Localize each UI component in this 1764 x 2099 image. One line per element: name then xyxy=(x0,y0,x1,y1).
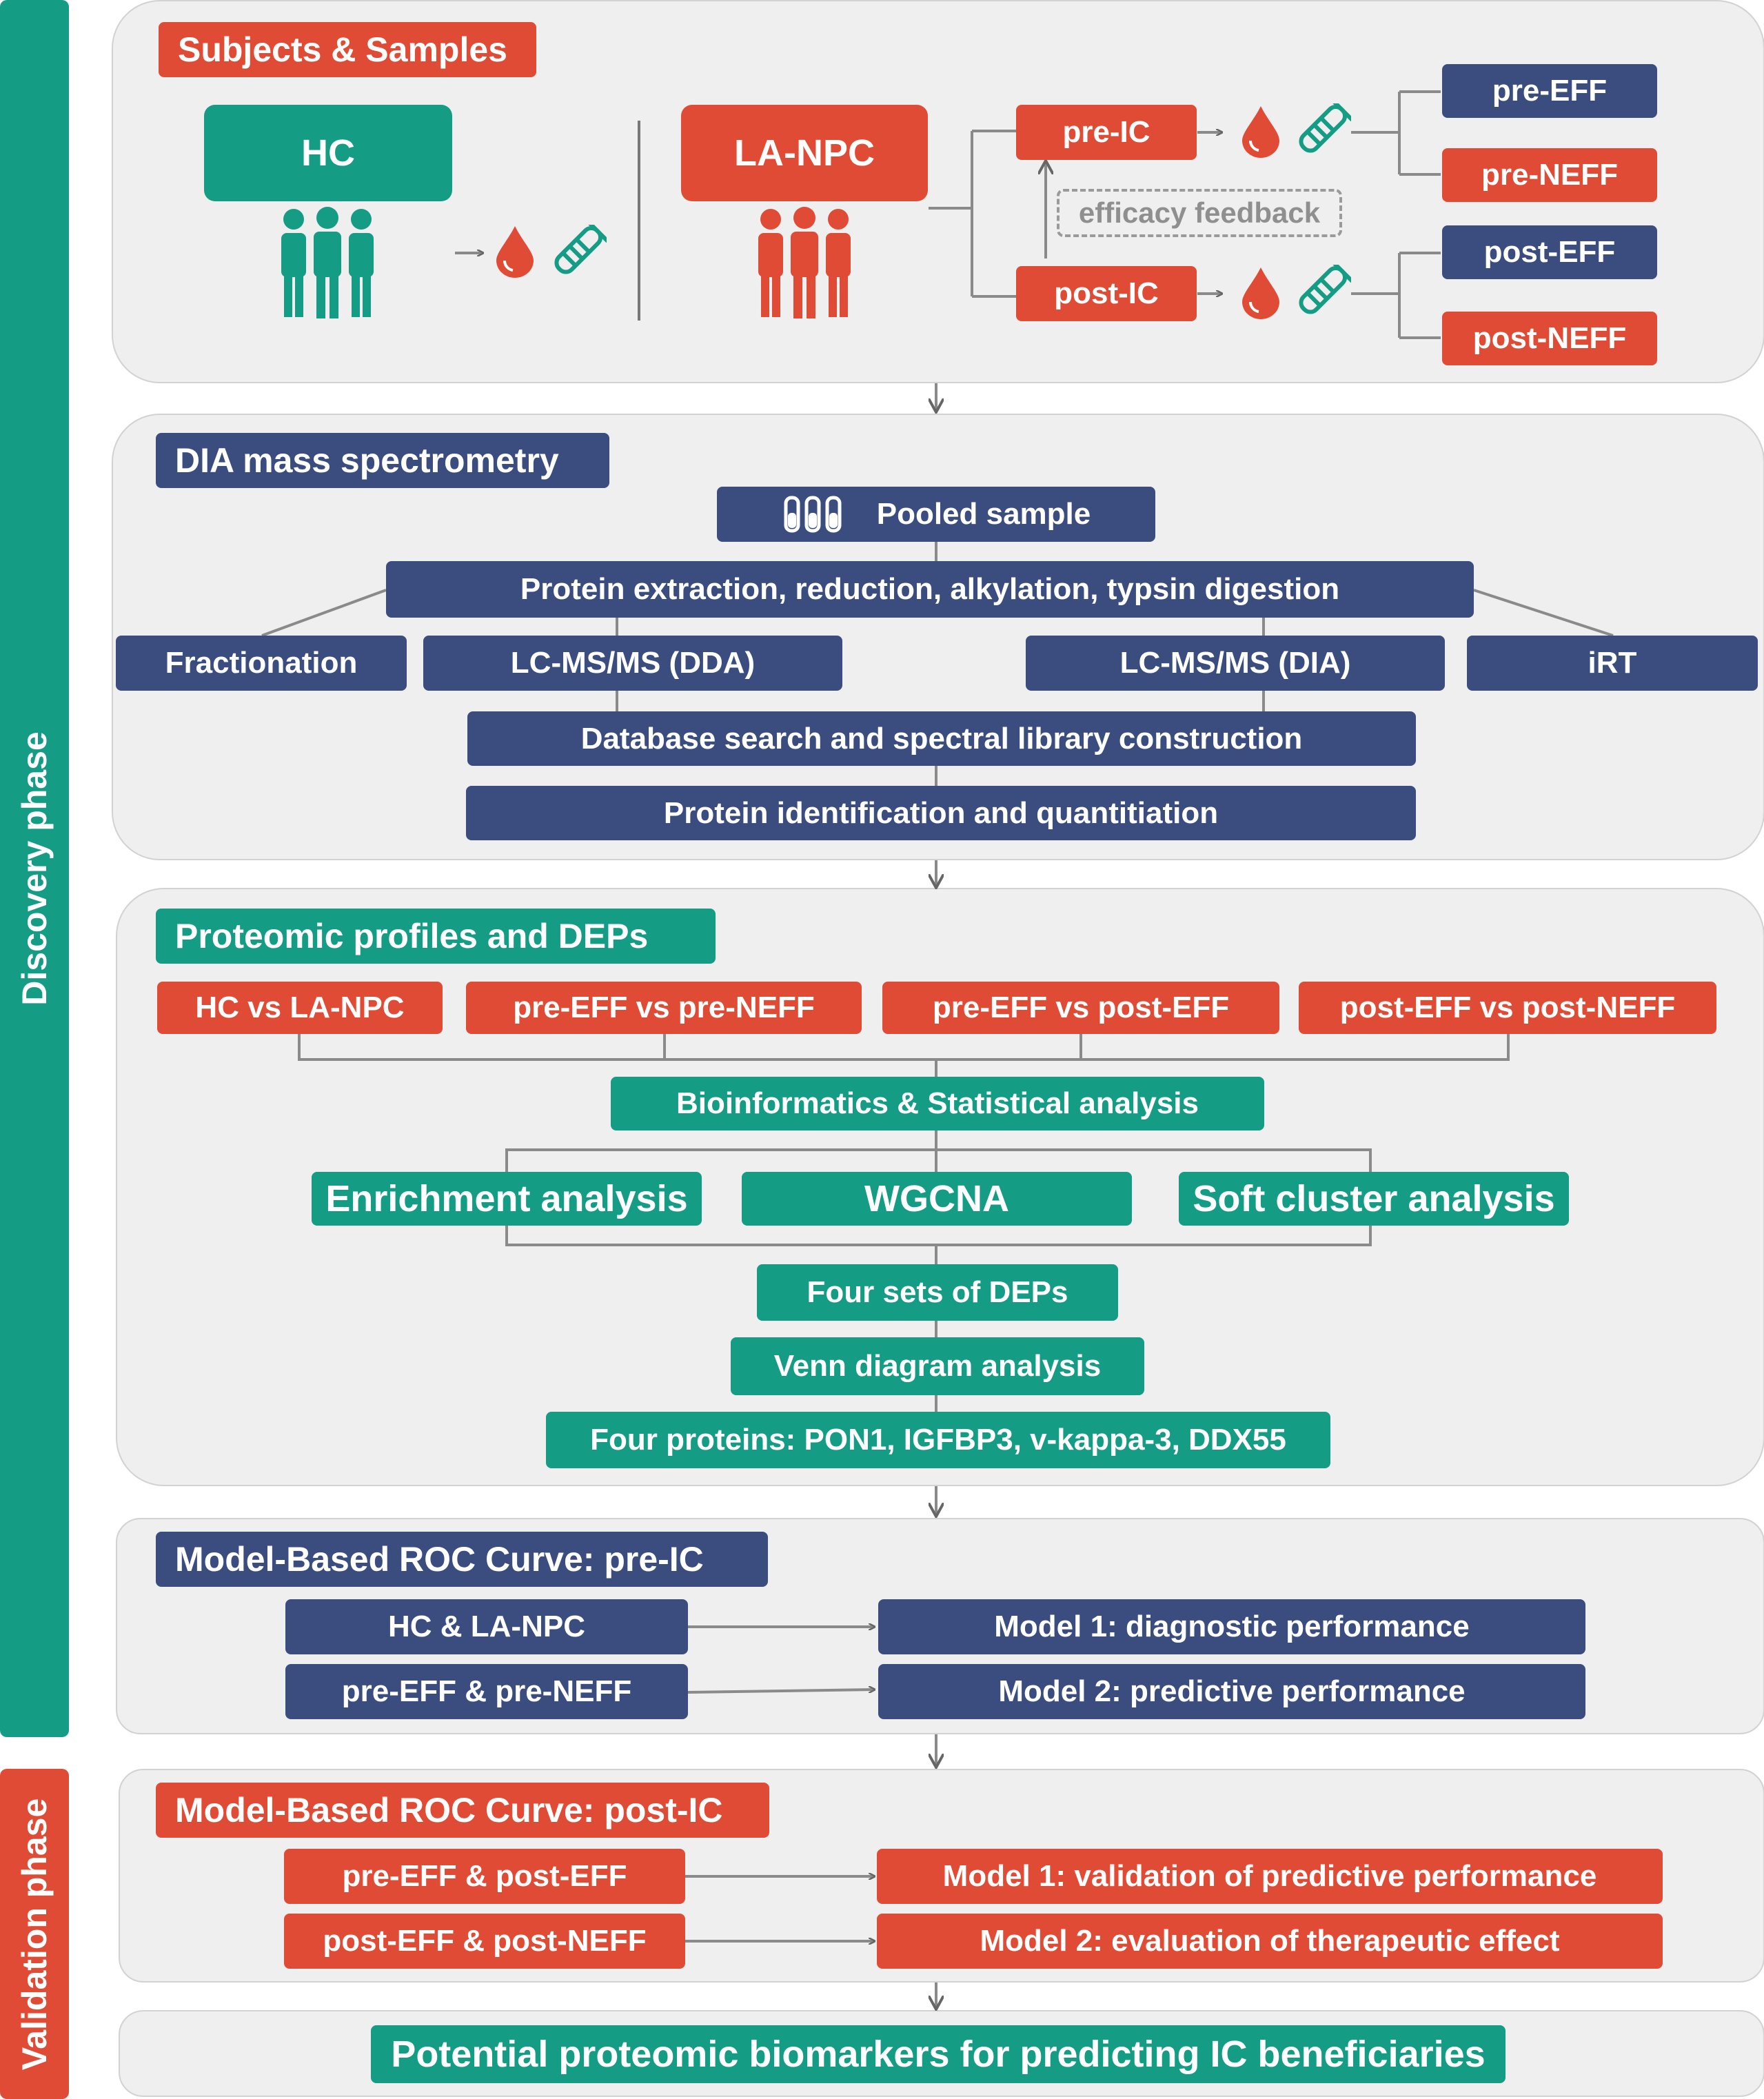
database-search-box: Database search and spectral library con… xyxy=(467,711,1416,766)
pooled-sample-box: Pooled sample xyxy=(717,487,1155,542)
identification-box: Protein identification and quantitiation xyxy=(466,786,1416,840)
sample-tubes-icon xyxy=(784,496,842,533)
post-neff-box: post-NEFF xyxy=(1442,312,1657,365)
post-eff-box: post-EFF xyxy=(1442,225,1657,279)
pre-neff-box: pre-NEFF xyxy=(1442,148,1657,202)
extraction-box: Protein extraction, reduction, alkylatio… xyxy=(386,561,1474,618)
roc-pre-model-1: Model 1: diagnostic performance xyxy=(878,1599,1585,1654)
comparison-post-eff-vs-post-neff: post-EFF vs post-NEFF xyxy=(1299,982,1716,1034)
la-npc-box: LA-NPC xyxy=(681,105,928,201)
roc-post-model-2: Model 2: evaluation of therapeutic effec… xyxy=(877,1914,1663,1969)
test-tube-icon xyxy=(1299,265,1351,314)
roc-pre-left-2: pre-EFF & pre-NEFF xyxy=(285,1664,688,1719)
validation-phase-bar: Validation phase xyxy=(0,1769,69,2099)
fractionation-box: Fractionation xyxy=(116,636,407,691)
wgcna-box: WGCNA xyxy=(742,1172,1132,1226)
irt-box: iRT xyxy=(1467,636,1758,691)
blood-drop-icon xyxy=(1242,106,1279,158)
blood-drop-icon xyxy=(496,226,534,278)
blood-drop-icon xyxy=(1242,267,1279,319)
roc-pre-title: Model-Based ROC Curve: pre-IC xyxy=(156,1532,768,1587)
la-npc-people-icon xyxy=(758,207,851,318)
discovery-phase-bar: Discovery phase xyxy=(0,0,69,1737)
bioinformatics-box: Bioinformatics & Statistical analysis xyxy=(611,1077,1264,1130)
comparison-hc-vs-la-npc: HC vs LA-NPC xyxy=(157,982,443,1034)
comparison-pre-eff-vs-post-eff: pre-EFF vs post-EFF xyxy=(882,982,1279,1034)
enrichment-box: Enrichment analysis xyxy=(312,1172,702,1226)
conclusion-box: Potential proteomic biomarkers for predi… xyxy=(371,2025,1506,2083)
pooled-sample-label: Pooled sample xyxy=(876,497,1091,531)
four-sets-box: Four sets of DEPs xyxy=(757,1264,1118,1321)
hc-people-icon xyxy=(281,207,374,318)
roc-post-model-1: Model 1: validation of predictive perfor… xyxy=(877,1849,1663,1904)
test-tube-icon xyxy=(554,225,607,274)
comparison-pre-eff-vs-pre-neff: pre-EFF vs pre-NEFF xyxy=(466,982,862,1034)
subjects-title: Subjects & Samples xyxy=(159,22,536,77)
dia-title: DIA mass spectrometry xyxy=(156,433,609,488)
roc-post-left-1: pre-EFF & post-EFF xyxy=(284,1849,685,1904)
pre-ic-box: pre-IC xyxy=(1016,105,1197,160)
roc-post-title: Model-Based ROC Curve: post-IC xyxy=(156,1783,769,1838)
venn-box: Venn diagram analysis xyxy=(731,1337,1144,1395)
roc-pre-left-1: HC & LA-NPC xyxy=(285,1599,688,1654)
dda-box: LC-MS/MS (DDA) xyxy=(423,636,842,691)
hc-box: HC xyxy=(204,105,452,201)
test-tube-icon xyxy=(1299,103,1351,153)
roc-pre-model-2: Model 2: predictive performance xyxy=(878,1664,1585,1719)
dia-box: LC-MS/MS (DIA) xyxy=(1026,636,1445,691)
efficacy-feedback-box: efficacy feedback xyxy=(1057,189,1342,237)
roc-post-left-2: post-EFF & post-NEFF xyxy=(284,1914,685,1969)
post-ic-box: post-IC xyxy=(1016,266,1197,321)
pre-eff-box: pre-EFF xyxy=(1442,64,1657,118)
soft-cluster-box: Soft cluster analysis xyxy=(1179,1172,1569,1226)
proteomic-title: Proteomic profiles and DEPs xyxy=(156,909,716,964)
four-proteins-box: Four proteins: PON1, IGFBP3, v-kappa-3, … xyxy=(546,1412,1330,1468)
